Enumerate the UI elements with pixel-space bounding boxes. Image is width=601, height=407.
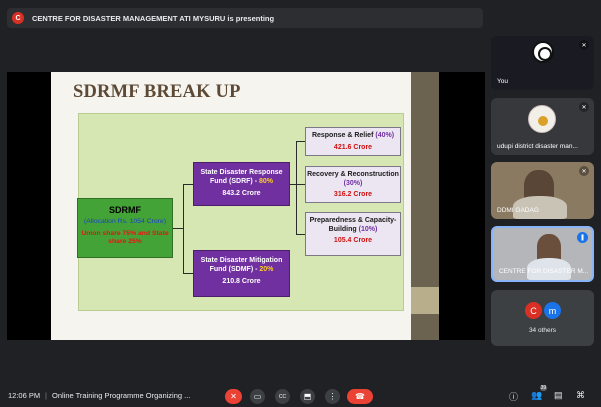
sdrmf-box: SDRMF (Allocation Rs. 1054 Crore) Union … [77, 198, 173, 258]
activities-button[interactable]: ⌘ [576, 390, 585, 401]
recovery-box: Recovery & Reconstruction (30%) 316.2 Cr… [305, 166, 401, 203]
sdmf-pct: 20% [259, 265, 274, 273]
sdmf-amount: 210.8 Crore [222, 278, 261, 285]
participant-video [537, 234, 561, 262]
slide-title: SDRMF BREAK UP [73, 82, 241, 102]
present-button[interactable]: ⬒ [300, 389, 315, 404]
participant-name: udupi district disaster man... [497, 143, 578, 150]
connector-line [296, 141, 305, 142]
prep-pct: (10%) [358, 225, 378, 233]
participant-name: CENTRE FOR DISASTER M... [499, 268, 589, 275]
hangup-icon: ☎ [355, 392, 365, 401]
connector-line [296, 234, 305, 235]
avatar: C [525, 302, 542, 319]
camera-toggle-button[interactable]: ▭ [250, 389, 265, 404]
mic-off-icon: ✕ [579, 40, 589, 50]
more-options-button[interactable]: ⋮ [325, 389, 340, 404]
relief-amount: 421.6 Crore [333, 143, 373, 151]
sdrf-name: State Disaster Response Fund (SDRF) - [200, 169, 283, 185]
people-count-badge: 39 [539, 385, 548, 391]
meeting-title[interactable]: Online Training Programme Organizing ... [52, 391, 191, 400]
participant-name: DDMI GADAG [497, 207, 539, 214]
camera-icon: ▭ [253, 392, 262, 401]
connector-line [183, 184, 184, 274]
participant-name: You [497, 78, 508, 85]
chat-icon: ▤ [554, 390, 563, 400]
people-icon: 👥 [531, 390, 543, 400]
leave-call-button[interactable]: ☎ [347, 389, 373, 404]
mic-off-icon: ✕ [579, 166, 589, 176]
toolbar-separator: | [45, 391, 47, 400]
slide-side-accent [411, 287, 439, 314]
captions-button[interactable]: CC [275, 389, 290, 404]
sdmf-box: State Disaster Mitigation Fund (SDMF) - … [193, 250, 290, 297]
relief-box: Response & Relief (40%) 421.6 Crore [305, 127, 401, 156]
recovery-name: Recovery & Reconstruction [307, 171, 399, 178]
info-icon: ⓘ [509, 392, 519, 402]
sdrf-box: State Disaster Response Fund (SDRF) - 80… [193, 162, 290, 206]
relief-name: Response & Relief [311, 132, 376, 139]
sdmf-name: State Disaster Mitigation Fund (SDMF) - [200, 257, 283, 273]
prep-amount: 105.4 Crore [333, 237, 373, 244]
shared-screen[interactable]: SDRMF BREAK UP SDRMF (Allocation Rs. 105… [7, 72, 485, 340]
mic-off-icon: ✕ [230, 392, 237, 401]
presenter-avatar: C [12, 12, 24, 24]
captions-icon: CC [278, 393, 287, 400]
avatar: m [544, 302, 561, 319]
participant-body [527, 258, 571, 280]
speaking-indicator-icon: ❚ [577, 232, 588, 243]
bottom-toolbar: 12:06 PM | Online Training Programme Org… [0, 385, 601, 407]
participant-tile-others[interactable]: C m 34 others [491, 290, 594, 346]
more-icon: ⋮ [328, 392, 337, 401]
sdrmf-allocation: (Allocation Rs. 1054 Crore) [84, 218, 166, 225]
presentation-slide: SDRMF BREAK UP SDRMF (Allocation Rs. 105… [51, 72, 411, 340]
connector-line [183, 184, 193, 185]
participant-body [513, 196, 567, 219]
chat-button[interactable]: ▤ [554, 390, 563, 401]
relief-pct: (40%) [375, 132, 395, 139]
meeting-time: 12:06 PM [8, 391, 41, 400]
sdrmf-title: SDRMF [109, 205, 141, 215]
sdrf-pct: 80% [258, 177, 273, 185]
recovery-amount: 316.2 Crore [333, 191, 373, 198]
obs-logo-icon [532, 41, 554, 63]
prep-name: Preparedness & Capacity-Building [309, 217, 397, 233]
recovery-pct: (30%) [343, 179, 363, 187]
meeting-info-button[interactable]: ⓘ [509, 390, 518, 403]
connector-line [183, 273, 193, 274]
organization-logo-icon [528, 105, 556, 133]
presenting-banner: C CENTRE FOR DISASTER MANAGEMENT ATI MYS… [7, 8, 483, 28]
participant-tile-centre[interactable]: ❚ CENTRE FOR DISASTER M... [491, 226, 594, 282]
connector-line [296, 184, 305, 185]
others-count: 34 others [528, 327, 557, 334]
presenting-text: CENTRE FOR DISASTER MANAGEMENT ATI MYSUR… [32, 13, 275, 23]
participant-tile-you[interactable]: ✕ You [491, 36, 594, 90]
connector-line [173, 228, 183, 229]
people-button[interactable]: 👥 39 [531, 385, 548, 401]
connector-line [296, 141, 297, 235]
activities-icon: ⌘ [576, 390, 585, 400]
sdrmf-share: Union share 75% and State share 25% [81, 229, 169, 246]
sdrf-amount: 843.2 Crore [222, 190, 261, 197]
connector-line [290, 184, 296, 185]
mic-toggle-button[interactable]: ✕ [225, 389, 242, 404]
participant-tile-udupi[interactable]: ✕ udupi district disaster man... [491, 98, 594, 155]
preparedness-box: Preparedness & Capacity-Building (10%) 1… [305, 212, 401, 256]
present-icon: ⬒ [303, 392, 312, 401]
mic-off-icon: ✕ [579, 102, 589, 112]
participant-tile-ddmi[interactable]: ✕ DDMI GADAG [491, 162, 594, 219]
